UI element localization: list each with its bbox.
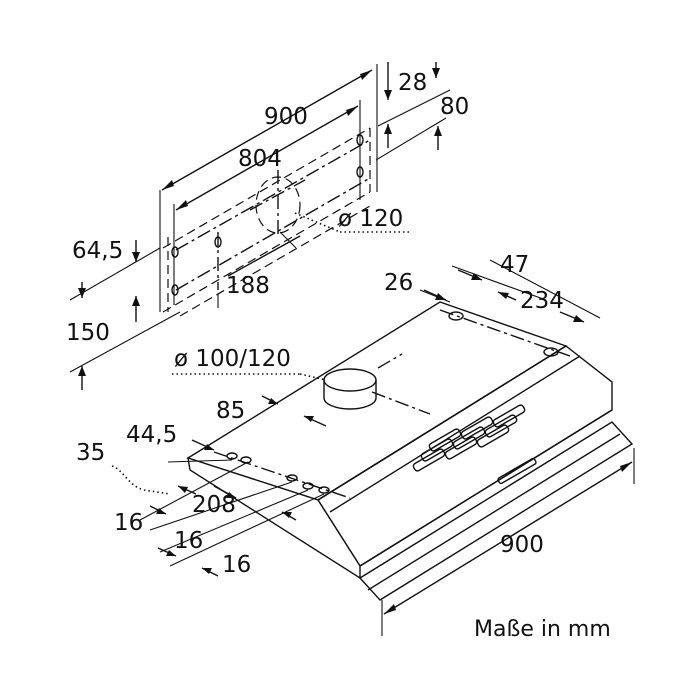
label-diameter-120: ø 120	[338, 206, 403, 232]
label-900-bottom: 900	[500, 532, 544, 558]
mounting-hole	[214, 236, 222, 248]
dimension-labels: 900 804 28 80 ø 120 64,5 188 150 26 47 2…	[66, 70, 611, 642]
label-47: 47	[500, 252, 529, 278]
label-diameter-100-120: ø 100/120	[174, 346, 291, 372]
hood-dimensions	[111, 259, 635, 636]
label-804: 804	[238, 146, 282, 172]
label-900-top: 900	[264, 104, 308, 130]
dim-line-900-bottom	[383, 461, 633, 615]
label-80: 80	[440, 94, 469, 120]
wall-duct-circle	[255, 176, 301, 234]
label-44-5: 44,5	[126, 422, 177, 448]
label-85: 85	[216, 398, 245, 424]
hood-body	[186, 301, 634, 601]
hood-front-hole	[286, 474, 298, 482]
units-label: Maße in mm	[474, 617, 611, 642]
ventilation-grille	[412, 404, 537, 485]
label-188: 188	[226, 273, 270, 299]
hood-front-hole	[318, 486, 330, 494]
dim-line-804	[175, 105, 359, 211]
label-234: 234	[520, 288, 564, 314]
label-150: 150	[66, 320, 110, 346]
mounting-hole	[356, 134, 364, 146]
label-16-b: 16	[174, 528, 203, 554]
label-16-a: 16	[114, 510, 143, 536]
mounting-hole	[356, 166, 364, 178]
dim-line-188	[227, 235, 301, 277]
label-26: 26	[384, 270, 413, 296]
label-28: 28	[398, 70, 427, 96]
mounting-hole	[171, 246, 179, 258]
wall-mounting-template	[69, 62, 451, 390]
hood-front-face	[187, 456, 361, 580]
label-64-5: 64,5	[72, 238, 123, 264]
dim-line-900-top	[161, 69, 373, 191]
mounting-hole	[171, 284, 179, 296]
hood-top-hole	[448, 311, 464, 321]
label-35: 35	[76, 440, 105, 466]
label-16-c: 16	[222, 552, 251, 578]
label-208: 208	[192, 492, 236, 518]
